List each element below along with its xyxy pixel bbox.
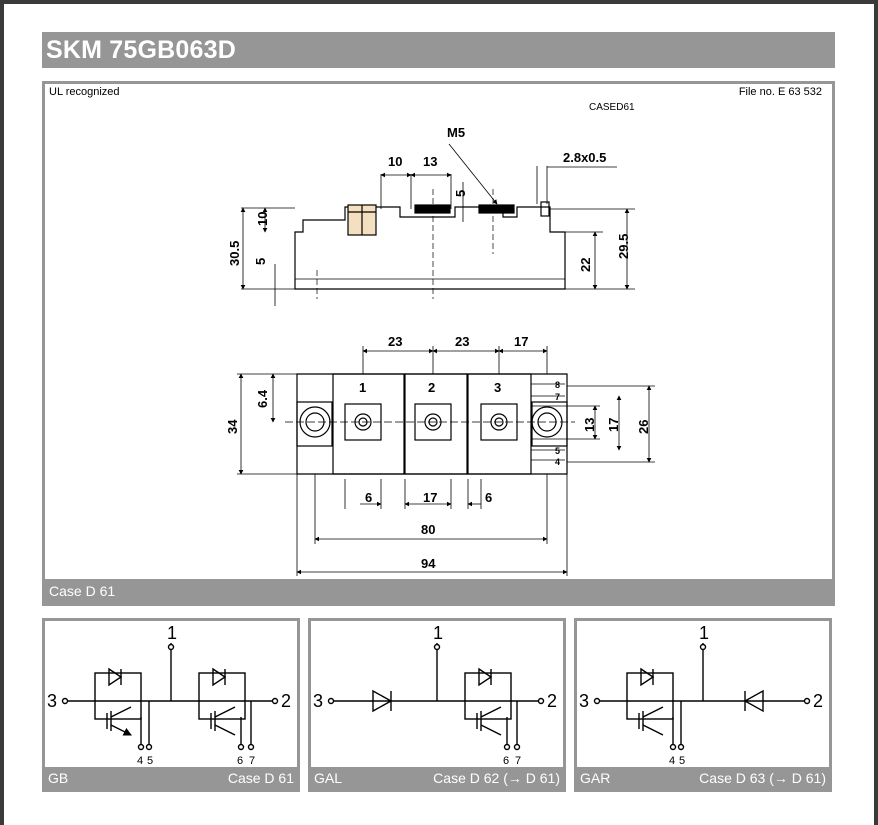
dim-30-5: 30.5 (227, 241, 242, 266)
dim-5-left: 5 (253, 258, 268, 265)
dim-13-top: 13 (423, 154, 437, 169)
side-view (294, 189, 566, 299)
dim-17-bottom: 17 (423, 490, 437, 505)
gb-terminal-7: 7 (249, 755, 255, 767)
schematic-gb-panel: 1 3 2 4 5 6 7 GB Case D 61 (42, 618, 300, 792)
dim-5-top: 5 (453, 190, 468, 197)
schematic-gar-case: Case D 63 (→ D 61) (699, 770, 826, 786)
case-drawing-area (45, 84, 832, 579)
side-view-dimensions (240, 143, 635, 306)
gal-terminal-7: 7 (515, 755, 521, 767)
gar-terminal-5: 5 (679, 755, 685, 767)
dim-22: 22 (578, 258, 593, 272)
schematic-gb-diagram: 1 3 2 4 5 6 7 (47, 623, 291, 767)
top-view-dimensions (237, 346, 655, 576)
gb-terminal-4: 4 (137, 755, 143, 767)
dim-17-right: 17 (606, 418, 621, 432)
case-drawing-footer: Case D 61 (49, 583, 116, 599)
schematic-gal-diagram: 1 3 2 6 7 (313, 623, 557, 767)
dim-26: 26 (636, 420, 651, 434)
window-frame-right (874, 0, 878, 825)
dim-6-left: 6 (365, 490, 372, 505)
dim-4-right: 4 (555, 457, 560, 467)
schematic-gb-case: Case D 61 (227, 770, 294, 786)
gar-terminal-1: 1 (699, 623, 709, 643)
terminal-3-label: 3 (494, 380, 501, 395)
dim-34: 34 (225, 419, 240, 434)
dim-7: 7 (555, 392, 560, 402)
dim-23-b: 23 (455, 334, 469, 349)
drawing-code-label: CASED61 (589, 102, 635, 113)
gal-terminal-2: 2 (547, 691, 557, 711)
top-view-labels: 23 23 17 6.4 34 1 2 3 8 7 13 17 26 5 4 6… (225, 334, 651, 571)
file-number-label: File no. E 63 532 (738, 86, 822, 98)
gal-terminal-1: 1 (433, 623, 443, 643)
dim-10-top: 10 (388, 154, 402, 169)
gb-terminal-1: 1 (167, 623, 177, 643)
dim-10-left: 10 (255, 212, 270, 226)
ul-recognized-label: UL recognized (49, 86, 120, 98)
top-view (285, 373, 575, 475)
schematic-gb-name: GB (48, 770, 69, 786)
dim-17-top: 17 (514, 334, 528, 349)
gar-terminal-3: 3 (579, 691, 589, 711)
schematic-gal-panel: 1 3 2 6 7 GAL Case D 62 (→ D 61) (308, 618, 566, 792)
terminal-1-label: 1 (359, 380, 366, 395)
dim-2-8x0-5: 2.8x0.5 (563, 150, 606, 165)
dim-29-5: 29.5 (616, 234, 631, 259)
schematic-gar-diagram: 1 3 2 4 5 (579, 623, 823, 767)
page-title: SKM 75GB063D (46, 36, 236, 64)
schematic-gal-name: GAL (314, 770, 343, 786)
window-frame-left (0, 0, 4, 825)
dim-8: 8 (555, 380, 560, 390)
case-outline-drawing: CASED61 M5 10 (225, 102, 655, 576)
title-bar: SKM 75GB063D (42, 32, 835, 68)
dim-6-4: 6.4 (255, 389, 270, 408)
dim-23-a: 23 (388, 334, 402, 349)
gar-terminal-4: 4 (669, 755, 675, 767)
dim-m5: M5 (447, 125, 465, 140)
gal-terminal-6: 6 (503, 755, 509, 767)
gb-terminal-2: 2 (281, 691, 291, 711)
dim-5-right: 5 (555, 446, 560, 456)
gal-terminal-3: 3 (313, 691, 323, 711)
dim-80: 80 (421, 522, 435, 537)
schematic-gar-name: GAR (580, 770, 611, 786)
schematic-gal-case: Case D 62 (→ D 61) (433, 770, 560, 786)
dim-6-right: 6 (485, 490, 492, 505)
side-view-labels: M5 10 13 5 2.8x0.5 10 30.5 5 22 29.5 (227, 125, 631, 272)
dim-13-right: 13 (582, 418, 597, 432)
gb-terminal-6: 6 (237, 755, 243, 767)
dim-94: 94 (421, 556, 436, 571)
gb-terminal-3: 3 (47, 691, 57, 711)
terminal-2-label: 2 (428, 380, 435, 395)
gb-terminal-5: 5 (147, 755, 153, 767)
schematic-gar-panel: 1 3 2 4 5 GAR Case D 63 (→ D 61) (574, 618, 832, 792)
window-frame-top (0, 0, 878, 4)
gar-terminal-2: 2 (813, 691, 823, 711)
case-drawing-panel (42, 81, 835, 606)
